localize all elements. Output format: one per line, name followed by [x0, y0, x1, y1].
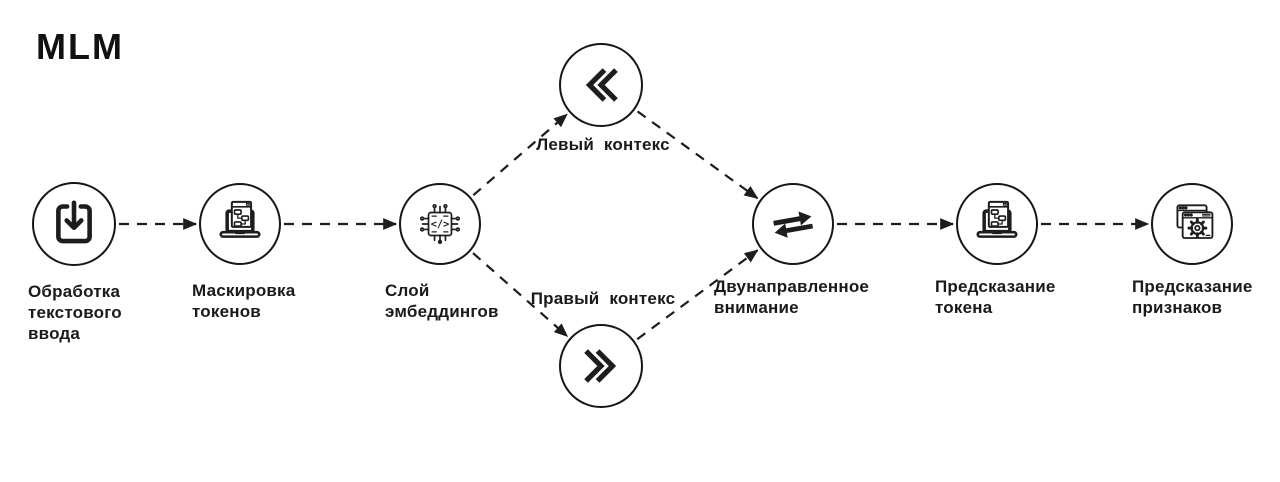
node-token-masking [199, 183, 281, 265]
label-line: токена [935, 298, 993, 317]
node-label-left-context: Левый контекс [536, 134, 670, 155]
node-label-token-masking: Маскировка токенов [192, 280, 295, 322]
node-label-feature-prediction: Предсказание признаков [1132, 276, 1253, 318]
double-chevron-left-icon [578, 62, 624, 108]
node-text-input-processing [32, 182, 116, 266]
edge-embedding-layer-to-left-context [472, 113, 568, 197]
label-line: Маскировка [192, 281, 296, 300]
label-line: ввода [28, 324, 81, 343]
edge-embedding-layer-to-right-context [472, 252, 569, 338]
label-line: токенов [192, 302, 261, 321]
node-label-right-context: Правый контекс [531, 288, 675, 309]
swap-arrows-icon [767, 198, 819, 250]
node-label-bidirectional-attention: Двунаправленное внимание [714, 276, 869, 318]
label-line: Двунаправленное [714, 277, 870, 296]
svg-text:</>: </> [431, 218, 450, 230]
label-line: Предсказание [1132, 277, 1253, 296]
node-label-embedding-layer: Слой эмбеддингов [385, 280, 499, 322]
node-feature-prediction [1151, 183, 1233, 265]
diagram-title: MLM [36, 26, 124, 67]
node-label-text-input-processing: Обработка текстового ввода [28, 281, 122, 344]
download-tray-icon [49, 199, 99, 249]
edge-left-context-to-bidirectional-attention [636, 110, 759, 200]
label-line: Обработка [28, 282, 121, 301]
label-line: Слой [385, 281, 430, 300]
node-token-prediction [956, 183, 1038, 265]
node-label-token-prediction: Предсказание токена [935, 276, 1056, 318]
label-line: признаков [1132, 298, 1223, 317]
chip-code-icon: </> [411, 195, 469, 253]
label-line: Предсказание [935, 277, 1056, 296]
browser-gear-icon [1164, 196, 1220, 252]
node-left-context [559, 43, 643, 127]
edge-right-context-to-bidirectional-attention [636, 249, 759, 341]
laptop-flowchart-icon [969, 196, 1025, 252]
label-line: внимание [714, 298, 799, 317]
node-bidirectional-attention [752, 183, 834, 265]
node-embedding-layer: </> [399, 183, 481, 265]
label-line: текстового [28, 303, 122, 322]
node-right-context [559, 324, 643, 408]
double-chevron-right-icon [578, 343, 624, 389]
label-line: эмбеддингов [385, 302, 499, 321]
laptop-flowchart-icon [212, 196, 268, 252]
label-line: Правый контекс [530, 289, 676, 308]
label-line: Левый контекс [536, 135, 670, 154]
